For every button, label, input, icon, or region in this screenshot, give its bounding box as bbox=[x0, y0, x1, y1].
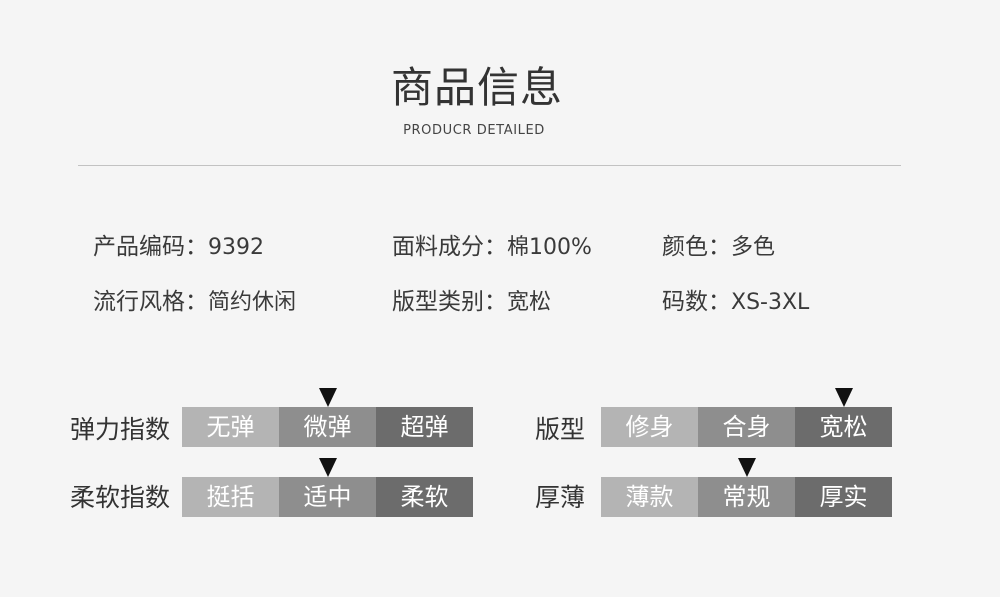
scale-bar-thickness: 薄款 常规 厚实 bbox=[601, 458, 892, 517]
spec-label: 流行风格： bbox=[93, 289, 208, 315]
scale-bar-elasticity: 无弹 微弹 超弹 bbox=[182, 388, 473, 447]
spec-label: 产品编码： bbox=[93, 234, 208, 260]
scale-option: 无弹 bbox=[182, 407, 279, 447]
down-triangle-icon bbox=[318, 388, 337, 407]
spec-value: XS-3XL bbox=[731, 290, 810, 315]
header-divider bbox=[78, 165, 901, 166]
spec-label: 码数： bbox=[662, 289, 731, 315]
scale-option: 修身 bbox=[601, 407, 698, 447]
scale-option: 挺括 bbox=[182, 477, 279, 517]
scale-label-fit: 版型 bbox=[535, 415, 586, 444]
spec-label: 面料成分： bbox=[392, 234, 507, 260]
scale-bar-fit: 修身 合身 宽松 bbox=[601, 388, 892, 447]
spec-fit-type: 版型类别：宽松 bbox=[392, 287, 551, 318]
scale-option: 微弹 bbox=[279, 407, 376, 447]
spec-size: 码数：XS-3XL bbox=[662, 287, 809, 318]
down-triangle-icon bbox=[737, 458, 756, 477]
scale-option: 超弹 bbox=[376, 407, 473, 447]
spec-label: 版型类别： bbox=[392, 289, 507, 315]
spec-style: 流行风格：简约休闲 bbox=[93, 287, 296, 318]
spec-value: 棉100% bbox=[507, 235, 592, 260]
scale-label-elasticity: 弹力指数 bbox=[70, 415, 171, 444]
page-subtitle: PRODUCR DETAILED bbox=[403, 123, 545, 138]
scale-option: 柔软 bbox=[376, 477, 473, 517]
spec-fabric: 面料成分：棉100% bbox=[392, 232, 592, 263]
spec-value: 简约休闲 bbox=[208, 290, 297, 315]
down-triangle-icon bbox=[318, 458, 337, 477]
page-title: 商品信息 bbox=[390, 63, 563, 112]
scale-option: 厚实 bbox=[795, 477, 892, 517]
scale-label-thickness: 厚薄 bbox=[535, 483, 586, 512]
spec-value: 宽松 bbox=[507, 290, 552, 315]
scale-option: 薄款 bbox=[601, 477, 698, 517]
spec-product-code: 产品编码：9392 bbox=[93, 232, 264, 263]
scale-option: 宽松 bbox=[795, 407, 892, 447]
scale-option: 合身 bbox=[698, 407, 795, 447]
scale-option: 常规 bbox=[698, 477, 795, 517]
scale-bar-softness: 挺括 适中 柔软 bbox=[182, 458, 473, 517]
down-triangle-icon bbox=[834, 388, 853, 407]
scale-option: 适中 bbox=[279, 477, 376, 517]
spec-color: 颜色：多色 bbox=[662, 232, 775, 263]
spec-value: 多色 bbox=[731, 235, 776, 260]
spec-label: 颜色： bbox=[662, 234, 731, 260]
scale-label-softness: 柔软指数 bbox=[70, 483, 171, 512]
spec-value: 9392 bbox=[208, 235, 264, 260]
